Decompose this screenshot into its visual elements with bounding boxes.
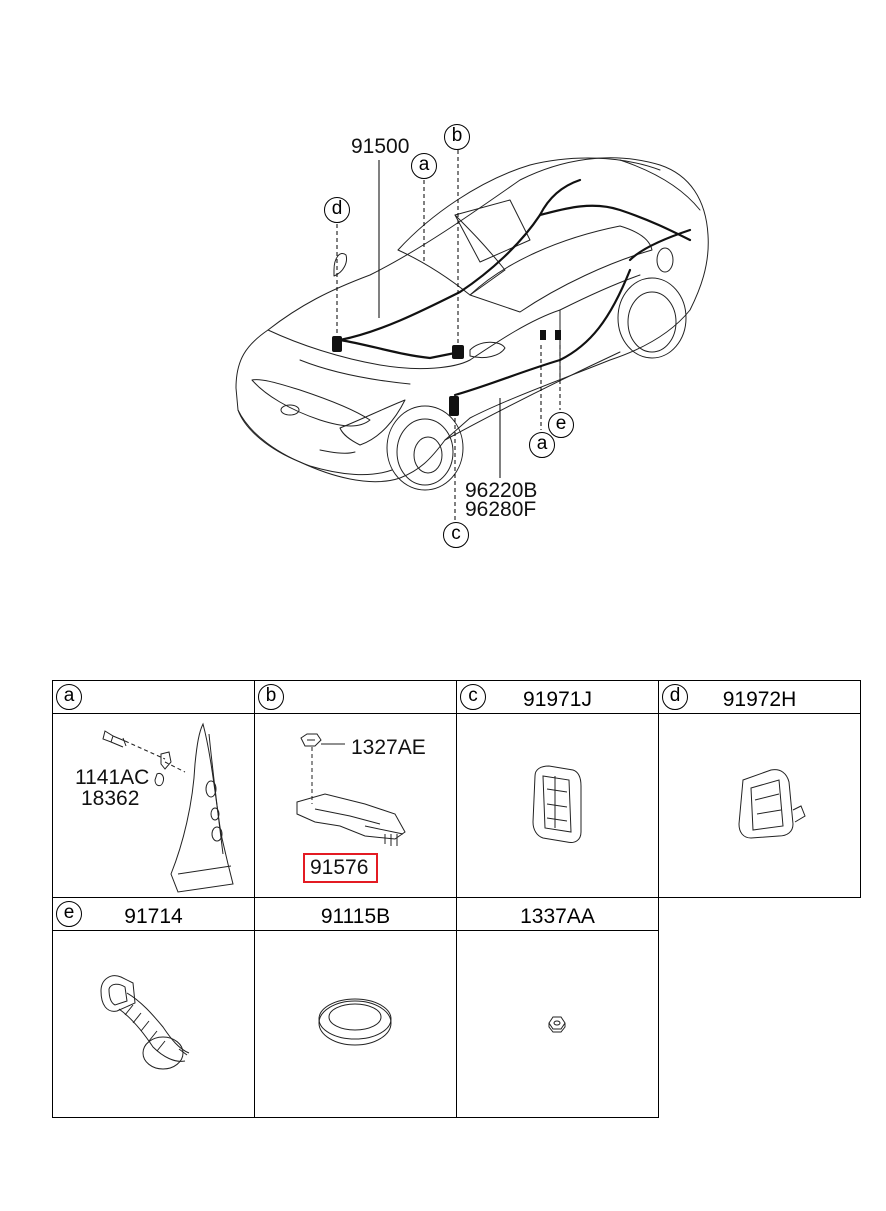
fog-lamp <box>319 449 356 454</box>
door-line-front <box>469 309 561 381</box>
front-wheel-hub <box>413 436 443 474</box>
callout-d-top[interactable]: d <box>324 197 350 223</box>
highlight-91576[interactable] <box>303 853 378 883</box>
cell-c[interactable]: c 91971J <box>456 680 659 898</box>
bolt-icon <box>102 730 114 743</box>
connector-d <box>332 336 342 352</box>
cell-a-callout: a <box>56 684 82 710</box>
callout-e[interactable]: e <box>548 412 574 438</box>
car-body-outline <box>235 157 709 483</box>
cell-91115B[interactable]: 91115B <box>254 897 457 1118</box>
cell-d-header: d 91972H <box>659 681 860 714</box>
callout-a-bottom[interactable]: a <box>529 432 555 458</box>
hood-line <box>267 329 471 370</box>
harness-91500-branch <box>538 204 692 242</box>
cell-c-callout: c <box>460 684 486 710</box>
cell-c-header: c 91971J <box>457 681 658 714</box>
code-91714: 91714 <box>124 905 183 928</box>
part-1141AC: 1141AC <box>75 766 150 789</box>
part-18362: 18362 <box>81 787 140 810</box>
cell-b-callout: b <box>258 684 284 710</box>
cell-1337AA-header: 1337AA <box>457 898 658 931</box>
sill <box>444 351 621 441</box>
connector-e <box>555 330 561 340</box>
cell-d[interactable]: d 91972H <box>658 680 861 898</box>
door-line-rear <box>559 274 641 311</box>
headlight <box>339 399 406 446</box>
connector-a-rear <box>540 330 546 340</box>
nut-illustration <box>548 1016 566 1033</box>
side-window <box>469 225 653 313</box>
bracket-body <box>296 793 406 840</box>
connector-cover-illustration <box>738 769 806 839</box>
label-91500: 91500 <box>351 135 410 158</box>
callout-b-top[interactable]: b <box>444 124 470 150</box>
cell-e[interactable]: e 91714 <box>52 897 255 1118</box>
rear-wheel <box>627 291 677 353</box>
front-wheel <box>396 418 454 486</box>
connector-c <box>449 396 459 416</box>
cell-a[interactable]: a 1141AC 18362 <box>52 680 255 898</box>
pillar-bolt-illustration <box>102 722 234 893</box>
nut-icon <box>300 733 322 747</box>
code-91115B: 91115B <box>320 905 391 928</box>
junction-block-illustration <box>296 733 406 846</box>
grille <box>251 379 371 427</box>
hood-fold <box>299 359 411 385</box>
nut-icon <box>548 1016 566 1030</box>
roof-line <box>397 157 661 251</box>
tail-lamp <box>656 247 674 273</box>
label-96220B: 96220B <box>465 479 538 502</box>
front-wheel-arch <box>386 405 464 491</box>
cell-b[interactable]: b 1327AE 91576 <box>254 680 457 898</box>
callout-c-bottom[interactable]: c <box>443 522 469 548</box>
trunk <box>619 159 701 211</box>
cell-1337AA[interactable]: 1337AA <box>456 897 659 1118</box>
part-91576: 91576 <box>310 856 369 879</box>
harness-91500 <box>338 178 582 342</box>
emblem <box>280 404 300 416</box>
connector-housing-illustration <box>532 765 582 843</box>
callout-a-top[interactable]: a <box>411 153 437 179</box>
part-1327AE: 1327AE <box>351 736 426 759</box>
rear-wheel-arch <box>617 277 687 359</box>
bumper <box>237 409 393 476</box>
connector-b <box>452 345 464 359</box>
cell-b-header: b <box>255 681 456 714</box>
grommet-boot-illustration <box>100 975 190 1070</box>
code-1337AA: 1337AA <box>520 905 595 928</box>
cell-e-callout: e <box>56 901 82 927</box>
side-part-d <box>333 253 347 277</box>
pillar-panel <box>170 722 234 893</box>
label-96280F: 96280F <box>465 498 537 521</box>
sunroof <box>454 199 531 263</box>
code-91971J: 91971J <box>523 688 592 711</box>
cell-91115B-header: 91115B <box>255 898 456 931</box>
harness-rear <box>628 228 692 262</box>
harness-dash <box>338 338 462 360</box>
cell-a-header: a <box>53 681 254 714</box>
cell-d-callout: d <box>662 684 688 710</box>
clip-icon <box>160 751 172 770</box>
side-mirror <box>469 341 506 359</box>
plug-grommet-illustration <box>318 998 392 1046</box>
code-91972H: 91972H <box>722 688 797 711</box>
cell-e-header: e 91714 <box>53 898 254 931</box>
